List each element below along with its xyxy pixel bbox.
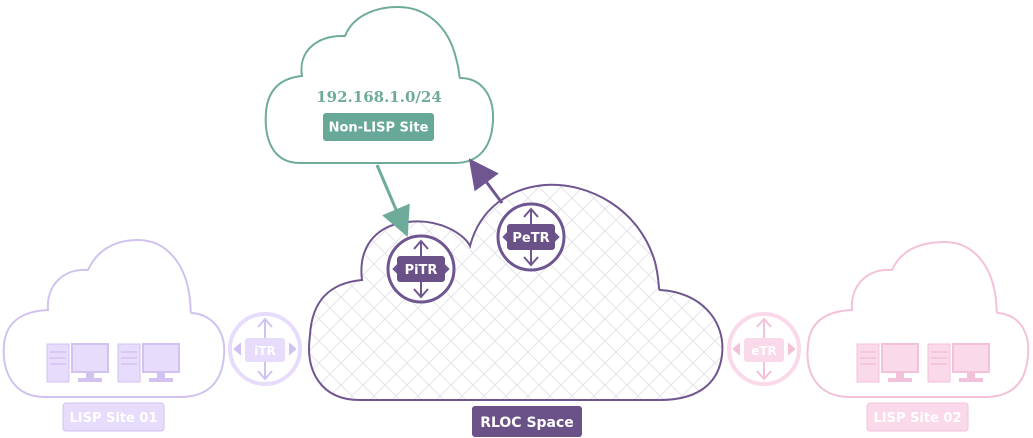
server-icon [46,343,70,383]
lisp-site-02-badge [866,402,969,432]
lisp-site-01-label: LISP Site 01 [69,411,157,426]
non-lisp-site-label: Non-LISP Site [329,121,429,136]
lisp-site-01-cloud [2,238,226,398]
etr-label: eTR [751,344,777,358]
monitor-icon [71,343,109,373]
computer-icon [856,343,919,383]
monitor-icon [142,343,180,373]
etr-router: eTR [727,312,801,386]
itr-router: iTR [228,312,302,386]
arrow-non-lisp-to-pitr [375,164,410,238]
server-icon [117,343,141,383]
server-icon [856,343,880,383]
itr-label: iTR [254,344,276,358]
monitor-icon [952,343,990,373]
pitr-label: PiTR [405,263,438,278]
non-lisp-site-cloud: 192.168.1.0/24 Non-LISP Site [264,5,495,164]
rloc-space-badge [472,406,582,437]
computer-icon [46,343,109,383]
lisp-site-01-badge [62,402,165,432]
subnet-text: 192.168.1.0/24 [316,88,442,106]
computer-icon [117,343,180,383]
lisp-site-02-label: LISP Site 02 [873,411,961,426]
rloc-space-label: RLOC Space [480,415,574,431]
computer-icon [927,343,990,383]
cloud-icon [264,5,495,164]
petr-label: PeTR [512,231,549,246]
pitr-router: PiTR [386,234,456,304]
lisp-site-02-cloud [806,240,1030,398]
server-icon [927,343,951,383]
arrow-petr-to-non-lisp [468,158,504,204]
non-lisp-site-badge [323,113,434,141]
cloud-icon [2,238,226,398]
monitor-icon [881,343,919,373]
petr-router: PeTR [496,202,566,272]
cloud-icon [806,240,1030,398]
